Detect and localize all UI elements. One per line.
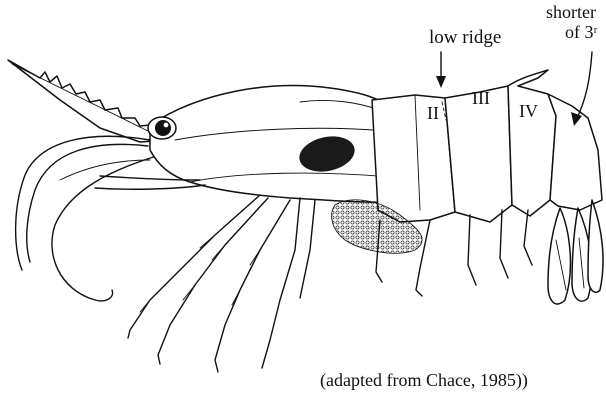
segment-III-label: III	[472, 88, 490, 108]
credit-caption: (adapted from Chace, 1985))	[320, 370, 528, 391]
tail-fan	[548, 200, 603, 304]
carapace	[150, 86, 402, 203]
antennae	[16, 136, 160, 301]
segment-IV-label: IV	[519, 101, 538, 121]
walking-legs	[95, 176, 315, 372]
low-ridge-label: low ridge	[429, 27, 501, 48]
shorter-label: shorter	[546, 2, 596, 22]
segment-II-label: II	[427, 103, 439, 123]
ridge-arrow	[436, 52, 446, 88]
eye	[148, 117, 176, 139]
of-third-label: of 3ʳ	[565, 22, 597, 42]
